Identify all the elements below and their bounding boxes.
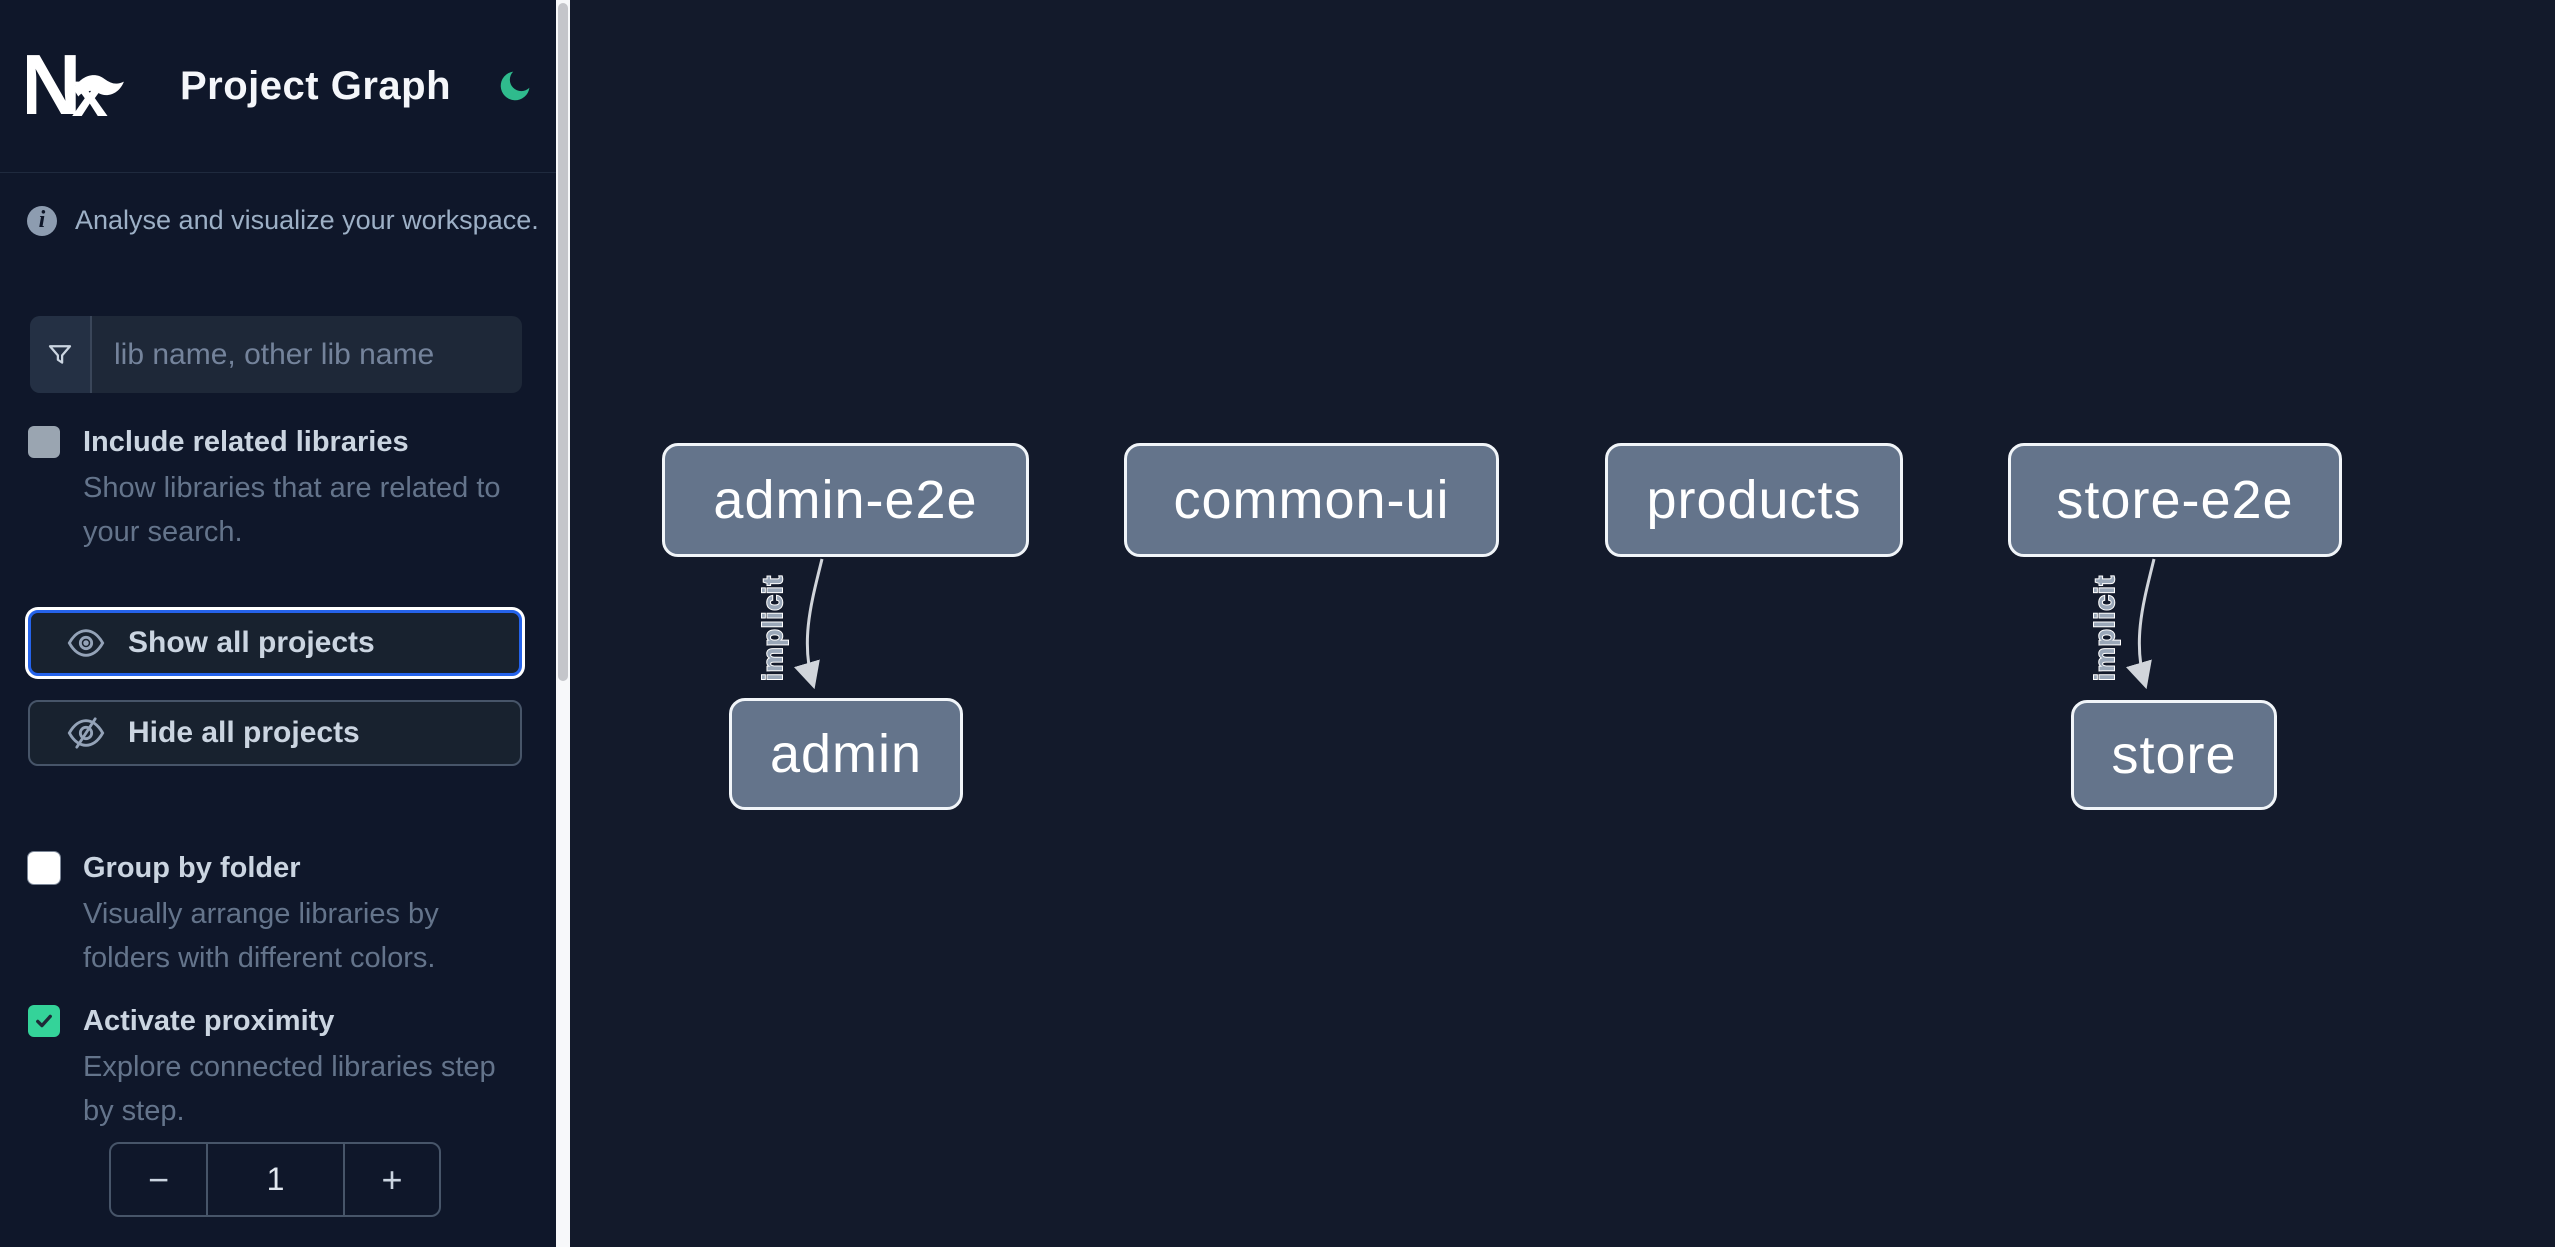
graph-node-store-e2e[interactable]: store-e2e <box>2008 443 2342 557</box>
checkbox-group-by-folder[interactable] <box>28 852 60 884</box>
option-description: Explore connected libraries step by step… <box>83 1051 496 1127</box>
info-icon: i <box>27 205 57 236</box>
option-label: Group by folder <box>83 852 301 884</box>
edge-label-implicit: implicit <box>2089 575 2120 681</box>
proximity-depth-value[interactable]: 1 <box>266 1161 285 1197</box>
graph-edges: implicit implicit <box>756 558 2156 690</box>
dark-mode-toggle[interactable] <box>497 68 533 104</box>
info-text: Analyse and visualize your workspace. <box>75 205 539 235</box>
checkmark-icon <box>36 1014 52 1028</box>
filter-icon <box>30 316 92 393</box>
edge-admin-e2e-to-admin <box>793 558 824 690</box>
graph-node-common-ui[interactable]: common-ui <box>1124 443 1499 557</box>
decrement-button[interactable]: − <box>111 1144 208 1215</box>
search-input[interactable] <box>92 316 522 393</box>
page-title: Project Graph <box>180 63 452 108</box>
eye-icon <box>67 629 105 657</box>
app-header: N x Project Graph <box>0 0 556 173</box>
edge-store-e2e-to-store <box>2125 558 2156 690</box>
sidebar-scrollbar[interactable] <box>556 0 570 1247</box>
checkbox-include-related-libraries[interactable] <box>28 426 60 458</box>
edge-label-implicit: implicit <box>757 575 788 681</box>
checkbox-activate-proximity[interactable] <box>28 1005 60 1037</box>
search-box <box>30 316 522 393</box>
button-label: Hide all projects <box>128 716 360 749</box>
option-description: Show libraries that are related to your … <box>83 472 501 548</box>
graph-node-admin[interactable]: admin <box>729 698 963 810</box>
graph-canvas[interactable]: implicit implicit admin-e2e common-ui prod… <box>570 0 2555 1247</box>
proximity-depth-stepper: − 1 + <box>109 1142 441 1217</box>
option-label: Include related libraries <box>83 426 409 458</box>
sidebar-scrollbar-thumb[interactable] <box>558 3 568 681</box>
option-label: Activate proximity <box>83 1005 335 1037</box>
eye-off-icon <box>67 717 105 749</box>
show-all-projects-button[interactable]: Show all projects <box>28 610 522 676</box>
graph-node-store[interactable]: store <box>2071 700 2277 810</box>
button-label: Show all projects <box>128 626 375 659</box>
graph-node-products[interactable]: products <box>1605 443 1903 557</box>
sidebar: N x Project Graph i Analyse and visualiz… <box>0 0 556 1247</box>
option-description: Visually arrange libraries by folders wi… <box>83 898 439 974</box>
moon-icon <box>500 71 530 101</box>
info-banner: i Analyse and visualize your workspace. <box>27 205 539 236</box>
nx-logo-icon: N x <box>20 37 124 133</box>
hide-all-projects-button[interactable]: Hide all projects <box>28 700 522 766</box>
graph-node-admin-e2e[interactable]: admin-e2e <box>662 443 1029 557</box>
increment-button[interactable]: + <box>343 1144 439 1215</box>
